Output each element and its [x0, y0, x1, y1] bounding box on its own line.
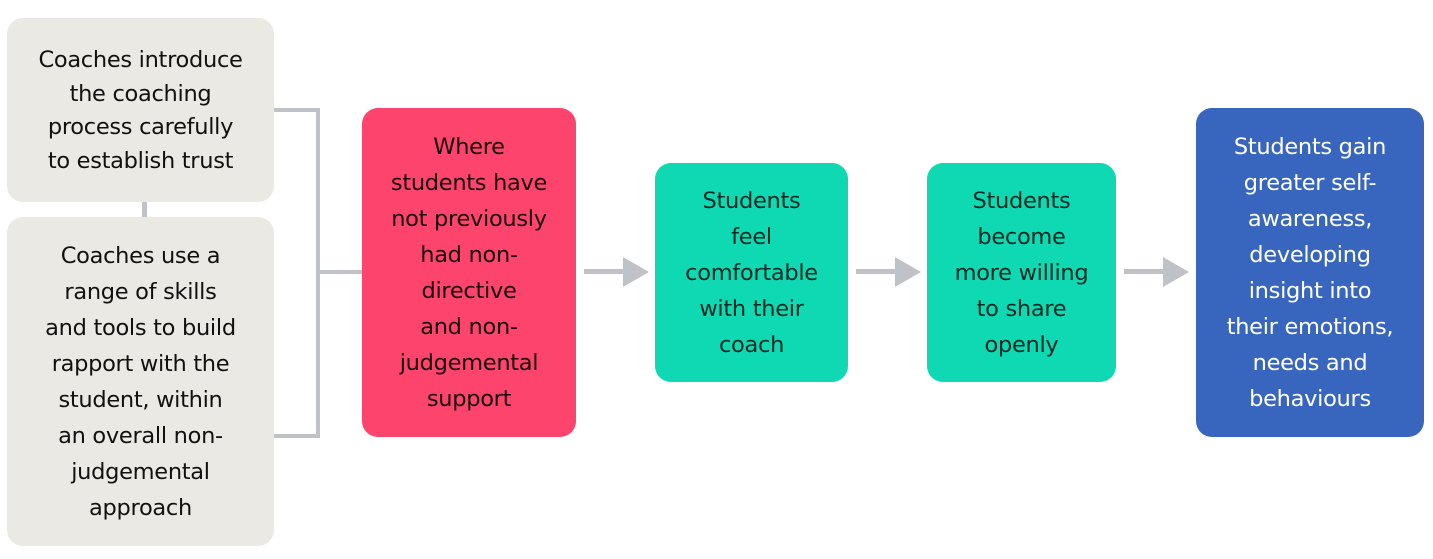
- step-box-condition: Where students have not previously had n…: [362, 108, 576, 437]
- input-box-text: Coaches introduce the coaching process c…: [38, 47, 243, 174]
- input-box-text: Coaches use a range of skills and tools …: [45, 242, 236, 521]
- input-box-build-rapport: Coaches use a range of skills and tools …: [7, 217, 274, 546]
- input-box-introduce-process: Coaches introduce the coaching process c…: [7, 18, 274, 202]
- step-box-share-openly: Students become more willing to share op…: [927, 163, 1116, 382]
- bracket-top-connector: [274, 108, 320, 112]
- arrow-right-icon: [1124, 257, 1189, 287]
- bracket-bottom-connector: [274, 434, 320, 438]
- step-box-text: Students gain greater self- awareness, d…: [1226, 133, 1394, 412]
- step-box-self-awareness: Students gain greater self- awareness, d…: [1196, 108, 1424, 437]
- step-box-text: Students become more willing to share op…: [954, 187, 1089, 358]
- arrow-right-icon: [856, 257, 921, 287]
- step-box-feel-comfortable: Students feel comfortable with their coa…: [655, 163, 848, 382]
- input-link-connector: [142, 202, 147, 217]
- step-box-text: Students feel comfortable with their coa…: [685, 187, 818, 358]
- arrow-right-icon: [584, 257, 649, 287]
- bracket-output-connector: [316, 270, 362, 274]
- step-box-text: Where students have not previously had n…: [390, 133, 548, 412]
